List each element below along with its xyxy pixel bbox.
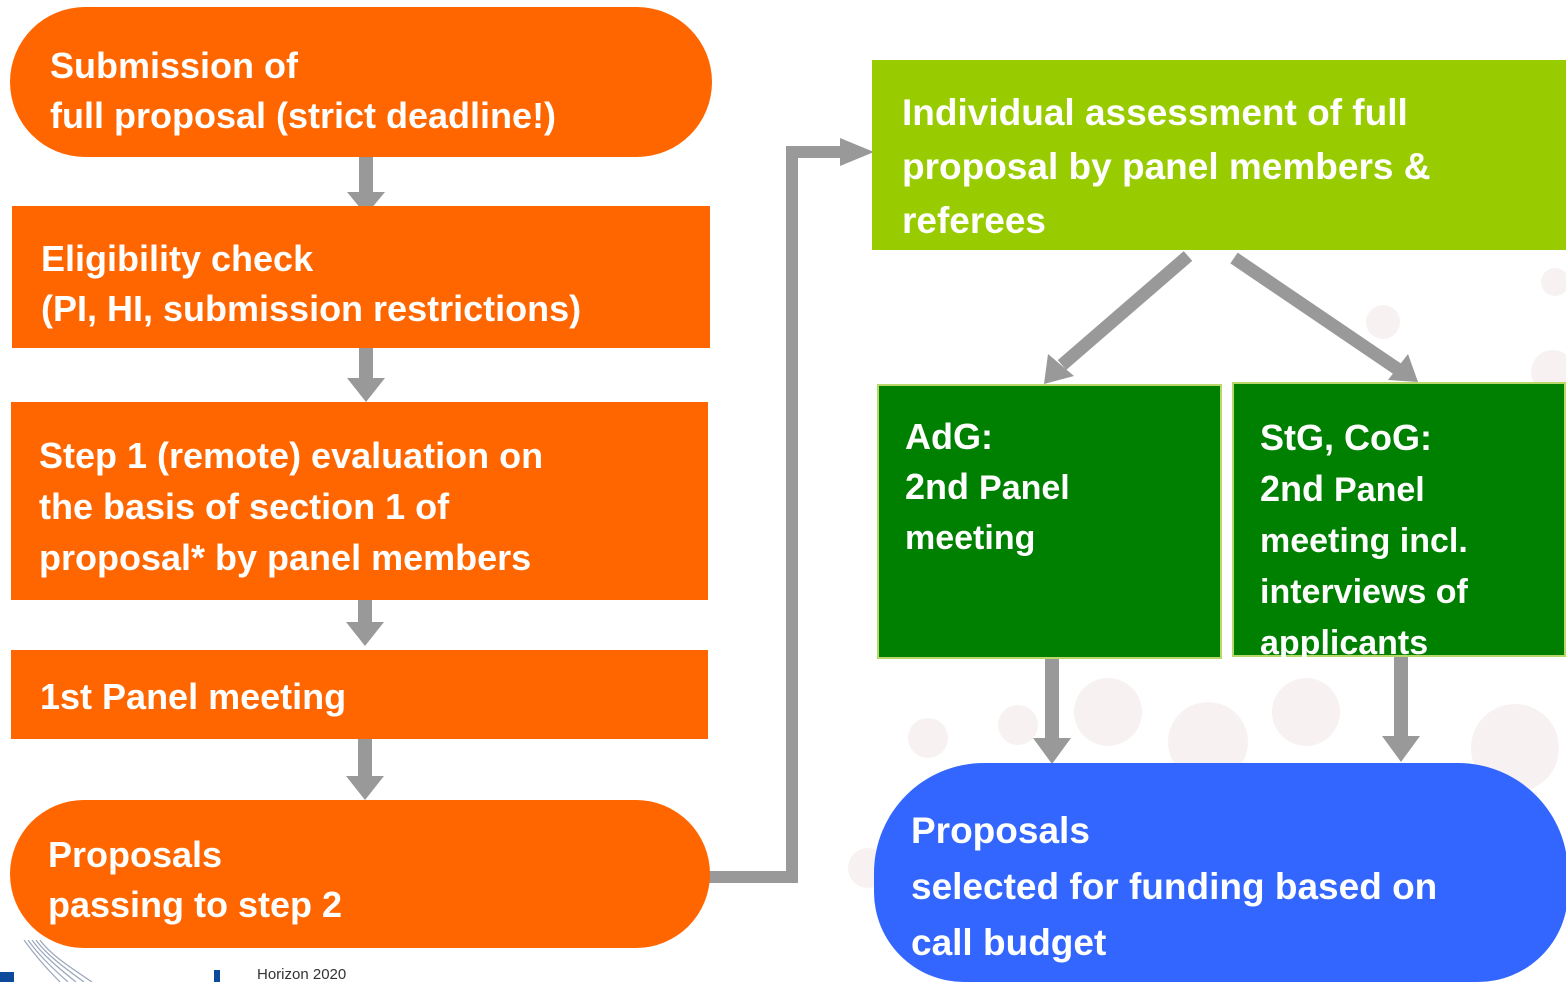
arrow-submission-to-eligibility bbox=[347, 155, 385, 215]
node-stg-panel: Panel bbox=[1334, 471, 1425, 509]
node-selected-line-2: selected for funding based on bbox=[911, 866, 1438, 907]
arrow-stg-to-selected bbox=[1382, 657, 1420, 762]
node-panel1: 1st Panel meeting bbox=[11, 650, 708, 739]
arrow-panel1-to-passing bbox=[346, 739, 384, 800]
node-adg-ordinal: 2nd bbox=[905, 466, 970, 507]
node-eligibility-line-1: Eligibility check bbox=[41, 238, 314, 279]
node-submission: Submission of full proposal (strict dead… bbox=[10, 7, 712, 157]
node-selected-line-1: Proposals bbox=[911, 810, 1090, 851]
node-individual: Individual assessment of full proposal b… bbox=[872, 60, 1566, 250]
arrow-individual-to-adg-line bbox=[1057, 251, 1193, 370]
node-stg: StG, CoG: 2nd Panel meeting incl. interv… bbox=[1232, 382, 1566, 662]
node-stg-line-2: 2nd Panel bbox=[1260, 463, 1564, 516]
node-individual-line-3: referees bbox=[902, 200, 1047, 241]
node-panel1-line-1: 1st Panel meeting bbox=[40, 676, 347, 717]
arrow-step1-to-panel1 bbox=[346, 600, 384, 646]
node-step1-line-1: Step 1 (remote) evaluation on bbox=[39, 435, 544, 476]
arrow-eligibility-to-step1 bbox=[347, 348, 385, 402]
node-selected-line-3: call budget bbox=[911, 922, 1107, 963]
node-adg-line-2: 2nd Panel bbox=[905, 462, 1220, 513]
node-passing-line-1: Proposals bbox=[48, 834, 223, 875]
node-stg-line-5: applicants bbox=[1260, 624, 1429, 662]
node-submission-line-2: full proposal (strict deadline!) bbox=[50, 95, 557, 136]
node-adg-line-3: meeting bbox=[905, 519, 1036, 557]
footer-label: Horizon 2020 bbox=[257, 966, 347, 983]
node-eligibility-line-2: (PI, HI, submission restrictions) bbox=[41, 288, 582, 329]
node-selected: Proposals selected for funding based on … bbox=[874, 763, 1566, 982]
node-stg-line-1: StG, CoG: bbox=[1260, 417, 1432, 458]
node-adg: AdG: 2nd Panel meeting bbox=[877, 384, 1222, 659]
node-adg-line-1: AdG: bbox=[905, 416, 993, 457]
arrow-individual-to-adg-head bbox=[1044, 354, 1074, 384]
node-individual-line-1: Individual assessment of full bbox=[902, 92, 1408, 133]
node-stg-ordinal: 2nd bbox=[1260, 468, 1325, 509]
node-individual-line-2: proposal by panel members & bbox=[902, 146, 1431, 187]
node-eligibility: Eligibility check (PI, HI, submission re… bbox=[12, 206, 710, 348]
node-stg-line-4: interviews of bbox=[1260, 573, 1468, 611]
node-submission-line-1: Submission of bbox=[50, 45, 299, 86]
node-adg-panel: Panel bbox=[979, 469, 1070, 507]
node-stg-line-3: meeting incl. bbox=[1260, 522, 1468, 560]
node-step1-line-3: proposal* by panel members bbox=[39, 537, 532, 578]
arrow-individual-to-stg-head bbox=[1388, 354, 1418, 382]
node-passing-line-2: passing to step 2 bbox=[48, 884, 343, 925]
node-step1-line-2: the basis of section 1 of bbox=[39, 486, 450, 527]
european-commission-logo bbox=[0, 940, 220, 982]
arrow-passing-to-individual bbox=[708, 138, 874, 883]
arrow-adg-to-selected bbox=[1033, 659, 1071, 764]
arrow-individual-to-stg-line bbox=[1230, 252, 1403, 376]
node-step1: Step 1 (remote) evaluation on the basis … bbox=[11, 402, 708, 600]
node-passing: Proposals passing to step 2 bbox=[10, 800, 710, 948]
